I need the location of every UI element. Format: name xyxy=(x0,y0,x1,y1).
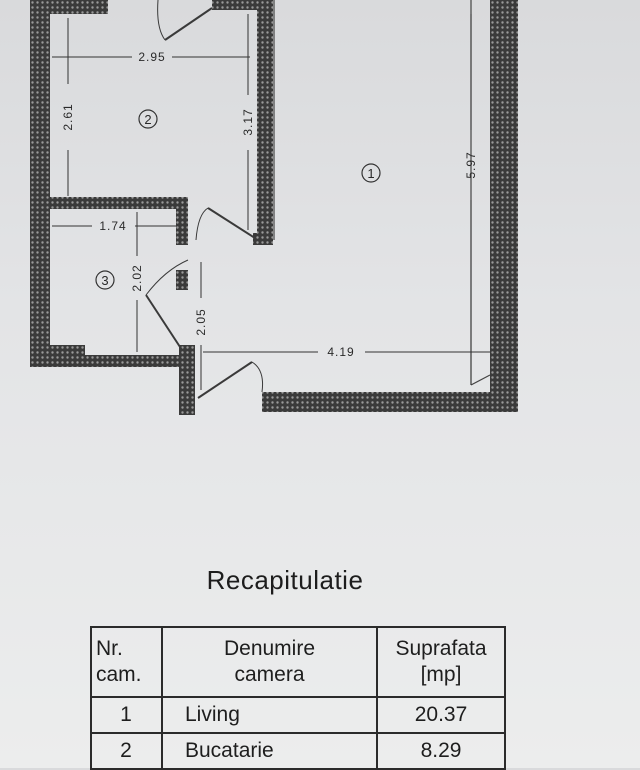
header-name-line1: Denumire xyxy=(223,637,316,660)
header-area-line2: [mp] xyxy=(420,663,462,686)
row-nr: 2 xyxy=(90,732,163,770)
dim-hall-height: 2.05 xyxy=(194,308,208,335)
dim-kitchen-height-left: 2.61 xyxy=(61,103,75,130)
header-area-line1: Suprafata xyxy=(395,637,487,660)
summary-title: Recapitulatie xyxy=(206,565,364,595)
row-area: 20.37 xyxy=(376,696,506,734)
row-nr: 1 xyxy=(90,696,163,734)
row-name: Living xyxy=(161,696,378,734)
summary-header-row: Nr. cam. Denumire camera Suprafata [mp] xyxy=(90,626,506,698)
room-marker-living: 1 xyxy=(361,163,381,183)
walls xyxy=(30,0,518,415)
room-number-kitchen: 2 xyxy=(144,112,151,127)
dim-bath-width: 1.74 xyxy=(99,219,126,233)
dim-living-width: 4.19 xyxy=(327,345,354,359)
table-row: 2 Bucatarie 8.29 xyxy=(90,732,506,770)
dim-living-height: 5.97 xyxy=(464,151,478,178)
dim-kitchen-width: 2.95 xyxy=(138,50,165,64)
header-nr-line1: Nr. xyxy=(96,637,123,660)
dim-kitchen-height-right: 3.17 xyxy=(241,108,255,135)
room-number-living: 1 xyxy=(367,166,374,181)
floor-plan: 2.95 2.61 3.17 1.74 2.02 2.05 4.19 5.97 … xyxy=(30,0,518,415)
header-name: Denumire camera xyxy=(161,626,378,698)
dim-bath-height: 2.02 xyxy=(130,264,144,291)
room-marker-bath: 3 xyxy=(95,270,115,290)
room-marker-kitchen: 2 xyxy=(138,109,158,129)
wall-outlines xyxy=(273,0,491,386)
dimension-lines xyxy=(52,14,490,390)
row-area: 8.29 xyxy=(376,732,506,770)
row-name: Bucatarie xyxy=(161,732,378,770)
header-name-line2: camera xyxy=(234,663,305,686)
room-number-bath: 3 xyxy=(101,273,108,288)
header-nr: Nr. cam. xyxy=(90,626,163,698)
table-row: 1 Living 20.37 xyxy=(90,696,506,734)
header-area: Suprafata [mp] xyxy=(376,626,506,698)
header-nr-line2: cam. xyxy=(96,663,142,686)
doors xyxy=(145,0,263,399)
summary-table: Nr. cam. Denumire camera Suprafata [mp] … xyxy=(90,626,506,770)
